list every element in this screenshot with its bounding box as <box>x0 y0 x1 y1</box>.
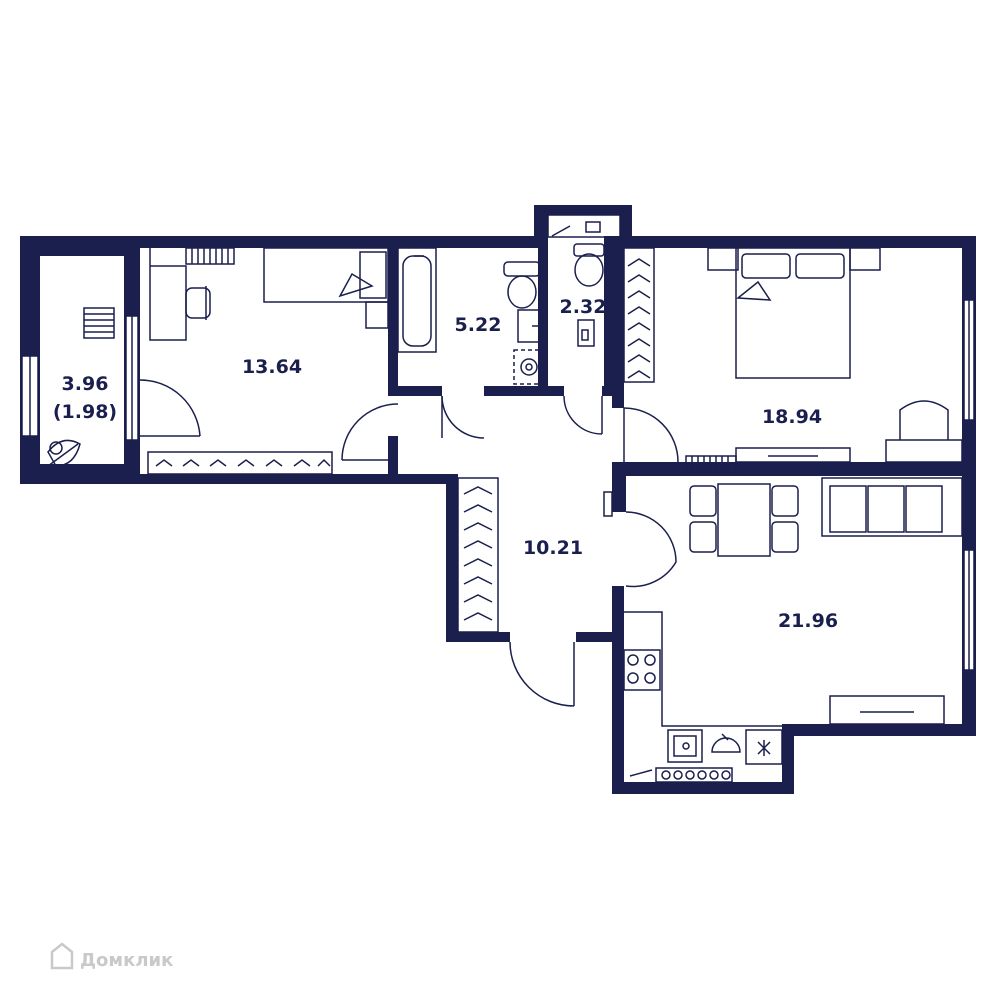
washing-machine-icon <box>513 349 545 385</box>
watermark-text: Домклик <box>80 950 173 971</box>
bedroom-master-area-label: 18.94 <box>762 406 822 428</box>
balcony-area-label: 3.96 <box>62 373 109 395</box>
bedroom-small-area-label: 13.64 <box>242 356 302 378</box>
dining-table-icon <box>689 483 799 557</box>
radiator-icon <box>629 767 733 783</box>
desk-chair-icon <box>185 286 211 320</box>
stove-icon <box>623 649 661 691</box>
shelf-icon <box>603 491 613 517</box>
fridge-icon <box>745 729 783 765</box>
tv-stand-icon <box>829 695 945 725</box>
house-logo-icon <box>50 942 74 970</box>
kitchen-living-area-label: 21.96 <box>778 610 838 632</box>
hallway-area-label: 10.21 <box>523 537 583 559</box>
sofa-icon <box>821 477 963 537</box>
wardrobe-icon <box>147 451 333 475</box>
balcony-reduced-area-label: (1.98) <box>53 401 117 423</box>
wardrobe-icon <box>623 247 655 383</box>
bathtub-icon <box>397 247 437 353</box>
hob-icon <box>711 733 741 753</box>
armchair-icon <box>885 400 963 463</box>
bed-icon <box>707 247 881 379</box>
kitchen-counter-icon <box>624 611 794 727</box>
doors <box>139 379 679 707</box>
toilet-area-label: 2.32 <box>560 296 607 318</box>
windows <box>21 299 975 671</box>
toilet-icon <box>503 261 541 309</box>
plant-icon <box>47 439 81 467</box>
sink-icon <box>667 729 703 763</box>
radiator-icon <box>185 247 235 265</box>
wardrobe-icon <box>457 477 499 633</box>
nightstand-icon <box>365 301 389 329</box>
chair-icon <box>83 307 115 339</box>
tv-stand-icon <box>735 447 851 463</box>
wall-toilet-icon <box>547 214 621 347</box>
radiator-icon <box>685 455 737 473</box>
bed-icon <box>263 247 389 303</box>
sink-icon <box>517 309 541 343</box>
bathroom-area-label: 5.22 <box>455 314 502 336</box>
desk-icon <box>149 248 187 341</box>
